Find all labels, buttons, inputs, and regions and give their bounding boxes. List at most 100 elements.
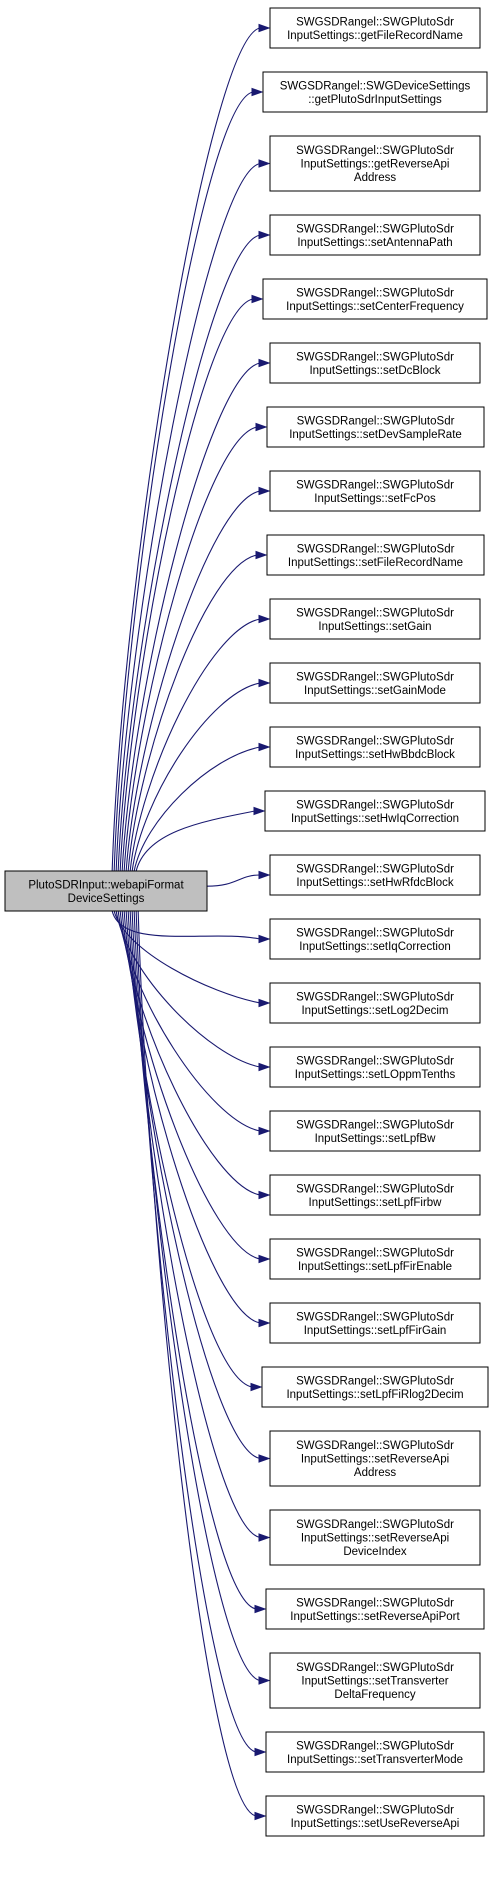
callee-node-label-line: SWGSDRangel::SWGPlutoSdr	[296, 671, 454, 683]
callee-node-label-line: InputSettings::getFileRecordName	[287, 30, 463, 42]
callee-node[interactable]: SWGSDRangel::SWGPlutoSdrInputSettings::s…	[269, 1652, 481, 1709]
callee-node-label-line: SWGSDRangel::SWGPlutoSdr	[296, 479, 454, 491]
callee-node-label-line: InputSettings::setIqCorrection	[299, 941, 451, 953]
call-edge-arrowhead	[258, 1454, 271, 1463]
call-edge-arrowhead	[251, 87, 264, 97]
callee-node-label-line: InputSettings::setReverseApi	[301, 1533, 449, 1545]
root-function-node[interactable]: PlutoSDRInput::webapiFormatDeviceSetting…	[4, 870, 208, 912]
callee-node-box	[269, 1652, 481, 1709]
callee-node-box	[265, 1795, 485, 1837]
call-edge	[206, 874, 261, 887]
callee-node[interactable]: SWGSDRangel::SWGPlutoSdrInputSettings::s…	[261, 1366, 489, 1408]
callee-node[interactable]: SWGSDRangel::SWGPlutoSdrInputSettings::s…	[265, 1588, 485, 1630]
callee-node-label-line: InputSettings::setTransverterMode	[287, 1754, 463, 1766]
callee-node-label-line: InputSettings::setUseReverseApi	[291, 1818, 460, 1830]
callee-node[interactable]: SWGSDRangel::SWGPlutoSdrInputSettings::s…	[269, 1046, 481, 1088]
callee-node[interactable]: SWGSDRangel::SWGPlutoSdrInputSettings::s…	[264, 790, 486, 832]
callee-node[interactable]: SWGSDRangel::SWGPlutoSdrInputSettings::s…	[269, 1174, 481, 1216]
callee-node-box	[269, 470, 481, 512]
callee-node[interactable]: SWGSDRangel::SWGPlutoSdrInputSettings::s…	[269, 918, 481, 960]
call-edge-arrowhead	[258, 1318, 271, 1328]
callee-node-label-line: SWGSDRangel::SWGDeviceSettings	[280, 80, 471, 92]
callee-node[interactable]: SWGSDRangel::SWGPlutoSdrInputSettings::s…	[266, 406, 485, 448]
call-edge	[121, 910, 261, 1260]
callee-node[interactable]: SWGSDRangel::SWGPlutoSdrInputSettings::s…	[262, 278, 488, 320]
callee-node-box	[269, 135, 481, 192]
callee-node-label-line: InputSettings::setHwIqCorrection	[291, 813, 459, 825]
call-edge-arrowhead	[254, 1747, 267, 1757]
call-edge-arrowhead	[258, 934, 271, 944]
callee-node-label-line: SWGSDRangel::SWGPlutoSdr	[296, 1519, 454, 1531]
callee-node[interactable]: SWGSDRangel::SWGPlutoSdrInputSettings::s…	[269, 662, 481, 704]
callee-node-box	[269, 1238, 481, 1280]
callee-node-label-line: SWGSDRangel::SWGPlutoSdr	[296, 1597, 454, 1609]
call-edge-arrowhead	[255, 422, 268, 432]
callee-node-label-line: SWGSDRangel::SWGPlutoSdr	[296, 1311, 454, 1323]
callee-node-label-line: SWGSDRangel::SWGPlutoSdr	[296, 735, 454, 747]
callee-node[interactable]: SWGSDRangel::SWGPlutoSdrInputSettings::s…	[265, 1731, 485, 1773]
callee-node[interactable]: SWGSDRangel::SWGPlutoSdrInputSettings::s…	[269, 214, 481, 256]
callee-node[interactable]: SWGSDRangel::SWGPlutoSdrInputSettings::s…	[269, 1509, 481, 1566]
callee-node-label-line: InputSettings::setGainMode	[304, 685, 446, 697]
callee-node[interactable]: SWGSDRangel::SWGPlutoSdrInputSettings::s…	[269, 470, 481, 512]
callee-node-label-line: SWGSDRangel::SWGPlutoSdr	[296, 927, 454, 939]
call-edge	[131, 910, 257, 1610]
call-edge-arrowhead	[258, 159, 271, 168]
callee-node[interactable]: SWGSDRangel::SWGPlutoSdrInputSettings::s…	[269, 1302, 481, 1344]
callee-node-label-line: SWGSDRangel::SWGPlutoSdr	[296, 145, 454, 157]
callee-node-box	[269, 918, 481, 960]
callee-node-label-line: SWGSDRangel::SWGPlutoSdr	[297, 415, 455, 427]
call-edge-arrowhead	[258, 1254, 271, 1264]
callee-node-label-line: SWGSDRangel::SWGPlutoSdr	[296, 351, 454, 363]
callee-node-label-line: SWGSDRangel::SWGPlutoSdr	[297, 543, 455, 555]
callee-node-box	[269, 982, 481, 1024]
call-edge	[133, 910, 261, 1682]
callee-node-label-line: SWGSDRangel::SWGPlutoSdr	[296, 16, 454, 28]
call-edge	[125, 490, 261, 872]
callee-node[interactable]: SWGSDRangel::SWGPlutoSdrInputSettings::s…	[265, 1795, 485, 1837]
call-edge	[129, 910, 261, 1539]
callee-node[interactable]: SWGSDRangel::SWGPlutoSdrInputSettings::g…	[269, 7, 481, 49]
callee-node-label-line: InputSettings::setHwBbdcBlock	[295, 749, 455, 761]
call-edge-arrowhead	[258, 1126, 271, 1136]
callee-node-label-line: InputSettings::setLOppmTenths	[295, 1069, 456, 1081]
callee-node[interactable]: SWGSDRangel::SWGPlutoSdrInputSettings::g…	[269, 135, 481, 192]
call-edge	[135, 810, 256, 872]
call-edge	[119, 298, 254, 872]
callee-node-label-line: InputSettings::setCenterFrequency	[286, 301, 464, 313]
call-edge-arrowhead	[258, 1533, 271, 1542]
callee-node-box	[261, 1366, 489, 1408]
call-edge-arrowhead	[258, 742, 271, 752]
call-edge-arrowhead	[258, 614, 271, 624]
call-edge-arrowhead	[258, 1190, 271, 1200]
callee-node-label-line: SWGSDRangel::SWGPlutoSdr	[296, 1804, 454, 1816]
callee-node[interactable]: SWGSDRangel::SWGDeviceSettings::getPluto…	[262, 71, 488, 113]
callee-node-box	[262, 71, 488, 113]
callee-node-box	[269, 342, 481, 384]
callee-node-label-line: InputSettings::setFileRecordName	[288, 557, 463, 569]
call-edge-arrowhead	[253, 806, 266, 816]
callee-node-label-line: InputSettings::setLpfFirEnable	[298, 1261, 452, 1273]
callee-node-label-line: InputSettings::setLog2Decim	[301, 1005, 448, 1017]
call-edge-arrowhead	[250, 1382, 263, 1392]
callee-node[interactable]: SWGSDRangel::SWGPlutoSdrInputSettings::s…	[269, 1430, 481, 1487]
callee-node[interactable]: SWGSDRangel::SWGPlutoSdrInputSettings::s…	[269, 342, 481, 384]
call-edge	[135, 910, 257, 1753]
callee-node[interactable]: SWGSDRangel::SWGPlutoSdrInputSettings::s…	[266, 534, 485, 576]
callee-node[interactable]: SWGSDRangel::SWGPlutoSdrInputSettings::s…	[269, 854, 481, 896]
callee-node-label-line: InputSettings::setReverseApi	[301, 1454, 449, 1466]
callee-node[interactable]: SWGSDRangel::SWGPlutoSdrInputSettings::s…	[269, 982, 481, 1024]
callee-node[interactable]: SWGSDRangel::SWGPlutoSdrInputSettings::s…	[269, 1110, 481, 1152]
call-edge	[121, 362, 261, 872]
callee-node-label-line: InputSettings::getReverseApi	[301, 159, 450, 171]
callee-node[interactable]: SWGSDRangel::SWGPlutoSdrInputSettings::s…	[269, 726, 481, 768]
call-edge	[113, 91, 254, 872]
callee-node-label-line: SWGSDRangel::SWGPlutoSdr	[296, 1662, 454, 1674]
callee-node-label-line: InputSettings::setLpfFirGain	[304, 1325, 447, 1337]
callee-node-label-line: DeviceIndex	[343, 1546, 407, 1558]
callee-node[interactable]: SWGSDRangel::SWGPlutoSdrInputSettings::s…	[269, 1238, 481, 1280]
callee-node-label-line: SWGSDRangel::SWGPlutoSdr	[296, 799, 454, 811]
callee-node[interactable]: SWGSDRangel::SWGPlutoSdrInputSettings::s…	[269, 598, 481, 640]
callee-node-label-line: InputSettings::setFcPos	[314, 493, 436, 505]
call-edge-arrowhead	[258, 998, 271, 1008]
